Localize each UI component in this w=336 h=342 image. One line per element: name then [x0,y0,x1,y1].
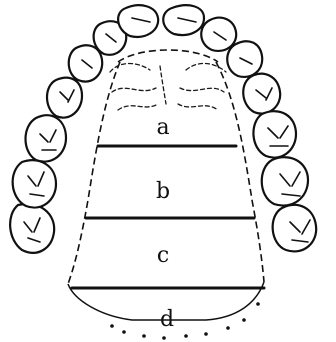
palatal-rugae [110,63,226,110]
zone-label-c: c [157,243,169,268]
zone-label-a: a [156,115,169,140]
dotted-extension [110,302,260,340]
teeth-left [10,5,158,253]
zone-label-d: d [160,307,174,332]
zone-label-b: b [156,179,170,204]
